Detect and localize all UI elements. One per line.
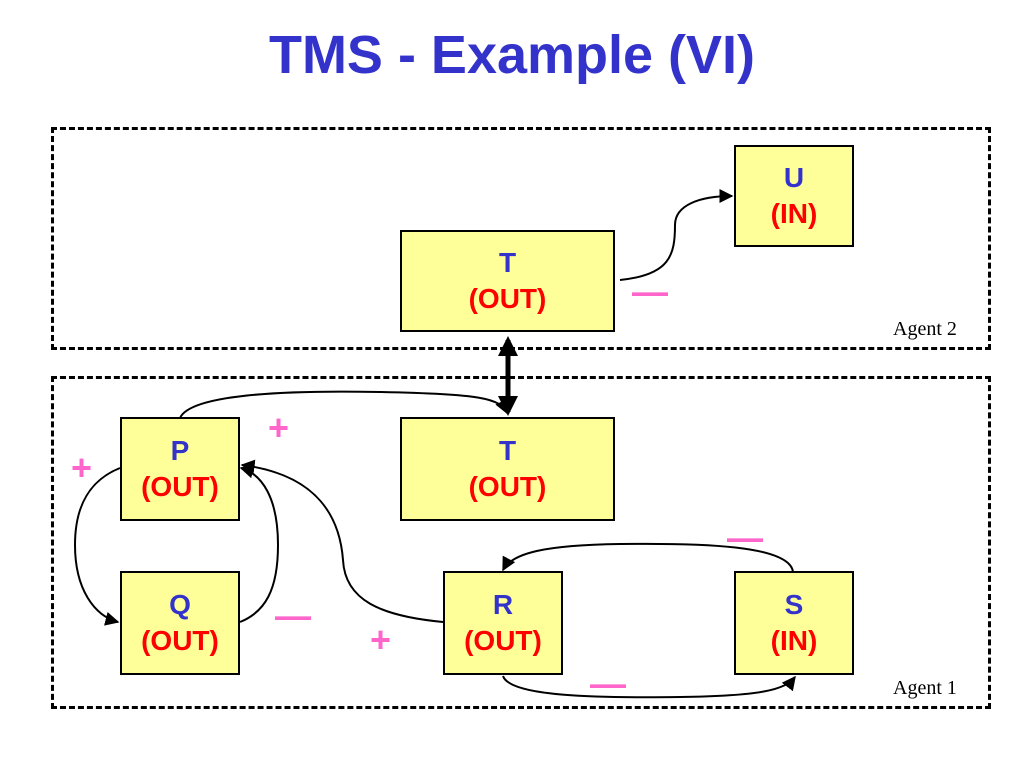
sign-minus-r-s: — bbox=[590, 663, 626, 704]
sign-minus-q-p: — bbox=[275, 595, 311, 636]
node-p-status: (OUT) bbox=[141, 471, 219, 502]
agent-2-region bbox=[51, 127, 991, 350]
node-q-status: (OUT) bbox=[141, 625, 219, 656]
agent-2-label: Agent 2 bbox=[893, 318, 957, 340]
node-s-status: (IN) bbox=[770, 625, 818, 656]
sign-plus-p-t1: + bbox=[268, 407, 290, 448]
node-t-agent2: T (OUT) bbox=[400, 230, 615, 332]
sign-minus-s-r: — bbox=[727, 517, 763, 558]
node-u-name: U bbox=[783, 162, 805, 193]
node-r: R (OUT) bbox=[443, 571, 563, 675]
sign-minus-t2-u: — bbox=[632, 271, 668, 312]
page-title: TMS - Example (VI) bbox=[268, 25, 756, 85]
node-t-agent1: T (OUT) bbox=[400, 417, 615, 521]
node-t-agent1-name: T bbox=[498, 435, 517, 466]
agent-1-region bbox=[51, 376, 991, 709]
node-q: Q (OUT) bbox=[120, 571, 240, 675]
node-u: U (IN) bbox=[734, 145, 854, 247]
node-u-status: (IN) bbox=[770, 198, 818, 229]
node-p: P (OUT) bbox=[120, 417, 240, 521]
node-t-agent1-status: (OUT) bbox=[468, 471, 547, 502]
sign-plus-r-p: + bbox=[370, 619, 392, 660]
node-s: S (IN) bbox=[734, 571, 854, 675]
node-q-name: Q bbox=[169, 589, 191, 620]
node-p-name: P bbox=[170, 435, 190, 466]
node-t-agent2-status: (OUT) bbox=[468, 283, 547, 314]
sign-plus-p-q: + bbox=[71, 447, 93, 488]
node-r-name: R bbox=[492, 589, 514, 620]
agent-1-label: Agent 1 bbox=[893, 677, 957, 699]
node-s-name: S bbox=[784, 589, 804, 620]
node-t-agent2-name: T bbox=[498, 247, 517, 278]
node-r-status: (OUT) bbox=[464, 625, 542, 656]
